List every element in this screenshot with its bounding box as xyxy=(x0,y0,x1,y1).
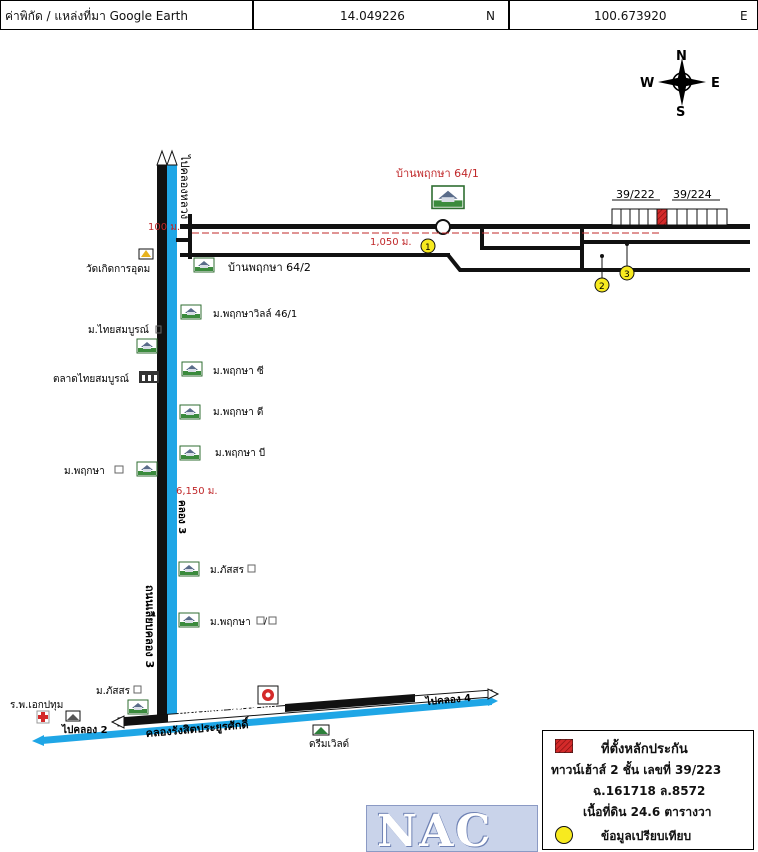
lot-label-39-224: 39/224 xyxy=(673,188,712,201)
dreamworld-icon xyxy=(257,685,330,736)
compare-marker-2 xyxy=(594,277,610,293)
marker-2-label: 2 xyxy=(599,282,605,292)
hospital-icon xyxy=(36,710,81,724)
market-icon xyxy=(139,371,159,383)
house-icon xyxy=(180,304,202,320)
house-icon xyxy=(178,561,200,577)
house-icon xyxy=(179,404,201,420)
house-icon xyxy=(193,257,215,273)
lot-label-39-222: 39/222 xyxy=(616,188,655,201)
house-icon xyxy=(136,338,158,354)
legend-title: ที่ตั้งหลักประกัน xyxy=(601,742,688,757)
house-icon xyxy=(431,185,465,210)
latitude-value: 14.049226 xyxy=(340,9,405,23)
townhouse-row xyxy=(611,199,728,226)
canal-arrow-up xyxy=(166,149,178,166)
house-icon xyxy=(136,461,158,477)
soi-road-bottom-left xyxy=(180,253,450,257)
distance-6150: 6,150 ม. xyxy=(176,486,218,497)
coordinate-source-cell: ค่าพิกัด / แหล่งที่มา Google Earth xyxy=(0,0,253,30)
latitude-unit: N xyxy=(486,9,495,23)
label-to-klong-luang: ไปคลองหลวง xyxy=(178,154,191,219)
distance-100: 100 ม. xyxy=(148,222,180,233)
label-pruksa: ม.พฤกษา xyxy=(64,466,105,477)
label-market: ตลาดไทยสมบูรณ์ xyxy=(53,373,129,385)
canal-rangsit xyxy=(42,698,492,744)
svg-text:/: / xyxy=(264,617,268,627)
legend-line-1: ทาวน์เฮ้าส์ 2 ชั้น เลขที่ 39/223 xyxy=(551,763,722,777)
marker-3-label: 3 xyxy=(624,270,630,280)
road-lieb-klong3 xyxy=(157,165,167,721)
compass-e: E xyxy=(711,76,720,91)
temple-icon xyxy=(138,248,154,260)
legend-compare: ข้อมูลเปรียบเทียบ xyxy=(601,829,692,843)
collateral-lot xyxy=(656,208,668,226)
compass-n: N xyxy=(676,49,687,64)
house-icon xyxy=(127,699,149,715)
legend-box: ที่ตั้งหลักประกัน ทาวน์เฮ้าส์ 2 ชั้น เลข… xyxy=(542,730,754,850)
coordinate-header: ค่าพิกัด / แหล่งที่มา Google Earth 14.04… xyxy=(0,0,758,32)
label-to-klong2: ไปคลอง 2 xyxy=(61,723,108,736)
nac-logo: NAC xyxy=(366,805,538,852)
house-icon xyxy=(181,361,203,377)
compare-marker-3 xyxy=(619,265,635,281)
marker-1-label: 1 xyxy=(425,243,431,253)
label-top-project: บ้านพฤกษา 64/1 xyxy=(396,167,479,180)
label-pruksa-d: ม.พฤกษา ดี xyxy=(213,406,263,418)
nac-logo-text: NAC xyxy=(377,806,493,852)
label-phatsorn-2: ม.ภัสสร xyxy=(96,686,131,697)
canal-klong3 xyxy=(167,165,177,717)
house-icon xyxy=(179,445,201,461)
house-icon xyxy=(178,612,200,628)
label-dreamworld: ดรีมเวิลด์ xyxy=(309,738,349,750)
label-to-klong4: ไปคลอง 4 xyxy=(424,691,472,708)
label-temple: วัดเกิดการอุดม xyxy=(86,264,150,275)
label-phatsorn-1: ม.ภัสสร xyxy=(210,565,245,576)
latitude-cell: 14.049226 N xyxy=(253,0,509,30)
road-arrow-up xyxy=(156,149,168,166)
legend-line-3: เนื้อที่ดิน 24.6 ตารางวา xyxy=(583,805,712,819)
distance-1050: 1,050 ม. xyxy=(370,237,412,248)
coordinate-source-label: ค่าพิกัด / แหล่งที่มา Google Earth xyxy=(5,9,188,23)
compass-icon xyxy=(658,58,706,106)
compass-w: W xyxy=(640,76,654,91)
label-lieb-klong3: ถนนเลียบคลอง 3 xyxy=(143,585,156,668)
label-pruksa-slash: ม.พฤกษา xyxy=(210,617,251,628)
collateral-icon xyxy=(555,739,573,753)
label-klong3: คลอง 3 xyxy=(176,500,187,534)
label-pruksa-ville: ม.พฤกษาวิลล์ 46/1 xyxy=(213,308,297,320)
longitude-value: 100.673920 xyxy=(594,9,667,23)
soi-road-bottom-right xyxy=(446,253,750,272)
roundabout xyxy=(435,219,451,235)
compare-marker-legend xyxy=(555,826,573,844)
label-thaisomboon: ม.ไทยสมบูรณ์ xyxy=(88,324,149,336)
label-pruksa-b: ม.พฤกษา บี xyxy=(215,447,265,459)
longitude-unit: E xyxy=(740,9,748,23)
compare-marker-1 xyxy=(420,238,436,254)
label-pruksa-c: ม.พฤกษา ซี xyxy=(213,365,264,377)
legend-line-2: ฉ.161718 ล.8572 xyxy=(593,784,706,798)
label-hospital: ร.พ.เอกปทุม xyxy=(10,700,63,711)
soi-road-top xyxy=(180,224,750,229)
label-pruksa-64-2: บ้านพฤกษา 64/2 xyxy=(228,261,311,274)
compass-s: S xyxy=(676,105,685,120)
